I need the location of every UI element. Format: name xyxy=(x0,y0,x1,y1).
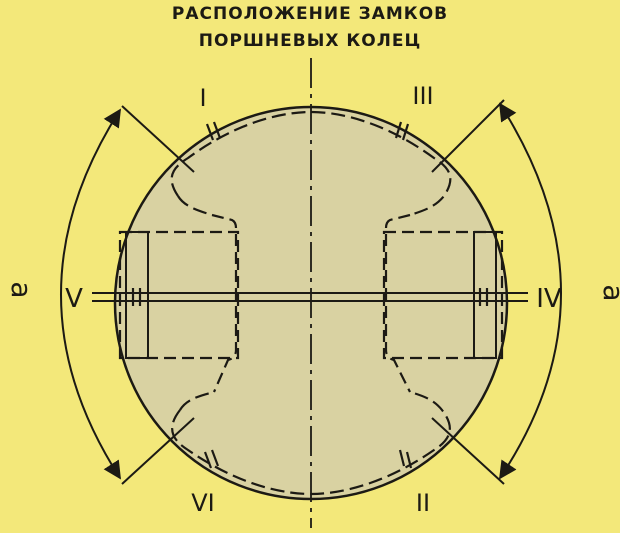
ring-label-III: III xyxy=(412,82,433,110)
gap-marker-VI xyxy=(203,449,220,469)
angle-arc-left xyxy=(60,108,121,480)
pin-boss-right xyxy=(384,213,411,393)
ring-label-II: II xyxy=(416,489,430,517)
angle-arc-right xyxy=(499,102,562,480)
gap-marker-III xyxy=(394,121,410,141)
gap-line-lower-left xyxy=(121,417,195,485)
gap-line-upper-right xyxy=(431,99,505,173)
gap-marker-V xyxy=(131,288,142,306)
gap-line-lower-right xyxy=(431,417,505,485)
pin-bore-right xyxy=(473,231,497,359)
angle-label-left: a xyxy=(5,281,38,298)
ring-label-I: I xyxy=(199,84,206,112)
ring-groove-contour-top xyxy=(170,110,452,217)
ring-groove-contour-bottom xyxy=(171,390,451,496)
angle-label-right: a xyxy=(597,284,620,301)
gap-marker-II xyxy=(398,449,413,469)
ring-groove-contour-bottom-left-tail xyxy=(179,390,215,411)
diagram-title-line-2: ПОРШНЕВЫХ КОЛЕЦ xyxy=(198,31,422,51)
ring-label-IV: IV xyxy=(536,284,562,314)
gap-marker-I xyxy=(205,121,222,141)
ring-label-VI: VI xyxy=(191,489,215,517)
pin-bore-left xyxy=(125,231,149,359)
pin-boss-left xyxy=(211,213,238,393)
ring-groove-contour-top-left-tail xyxy=(177,195,213,217)
gap-line-upper-left xyxy=(121,105,195,173)
gap-marker-IV xyxy=(478,288,489,306)
ring-label-V: V xyxy=(65,284,83,314)
diagram-title-line-1: РАСПОЛОЖЕНИЕ ЗАМКОВ xyxy=(171,4,449,24)
